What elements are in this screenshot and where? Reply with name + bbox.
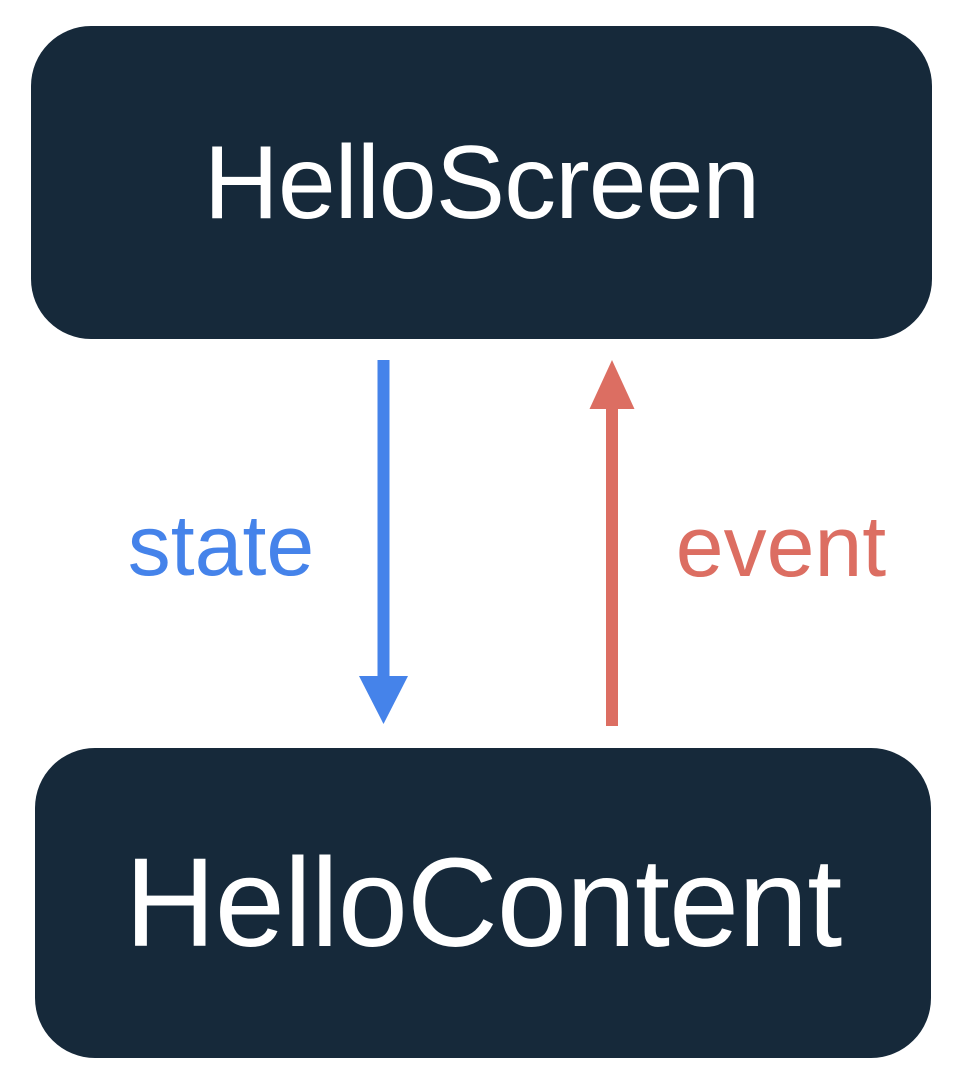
node-helloscreen-label: HelloScreen [203,124,761,241]
node-helloscreen: HelloScreen [31,26,932,339]
event-arrow-up [589,360,635,726]
node-hellocontent: HelloContent [35,748,931,1058]
node-hellocontent-label: HelloContent [124,832,842,973]
event-arrowhead-icon [589,360,635,409]
state-arrowhead-icon [359,676,408,724]
event-edge-label: event [675,499,887,595]
state-arrow-down [359,360,408,724]
state-edge-label: state [127,498,315,594]
